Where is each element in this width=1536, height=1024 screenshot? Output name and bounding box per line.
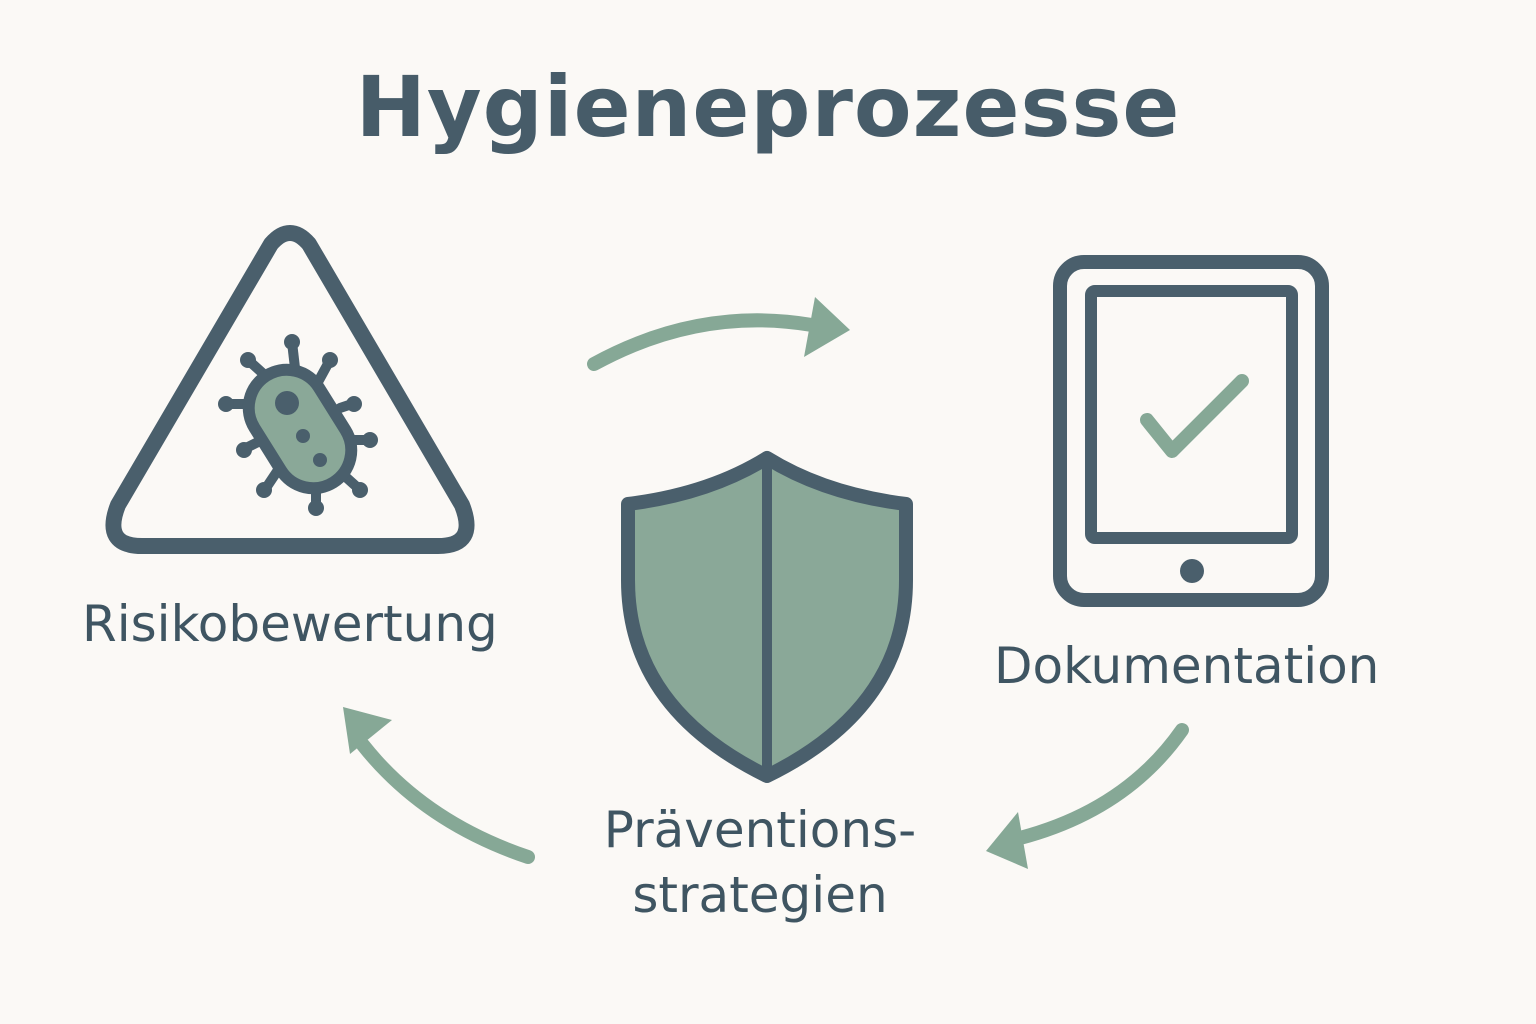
checkmark-icon (1140, 374, 1249, 458)
arrow-prev-to-risk (343, 707, 535, 864)
shield-icon (621, 451, 913, 783)
step-label-prevention-line1: Präventions- (603, 801, 917, 859)
step-label-risk-assessment: Risikobewertung (82, 595, 498, 653)
step-label-documentation: Dokumentation (994, 637, 1380, 695)
diagram-title: Hygieneprozesse (355, 58, 1181, 156)
arrow-risk-to-doc (587, 297, 850, 371)
step-label-prevention-line2: strategien (632, 866, 888, 924)
arrow-doc-to-prev (986, 723, 1189, 869)
tablet-checkmark-icon (1053, 255, 1329, 607)
step-label-prevention: Präventions- strategien (560, 798, 960, 928)
bacteria-icon (218, 334, 378, 516)
warning-bacteria-icon (105, 225, 475, 554)
